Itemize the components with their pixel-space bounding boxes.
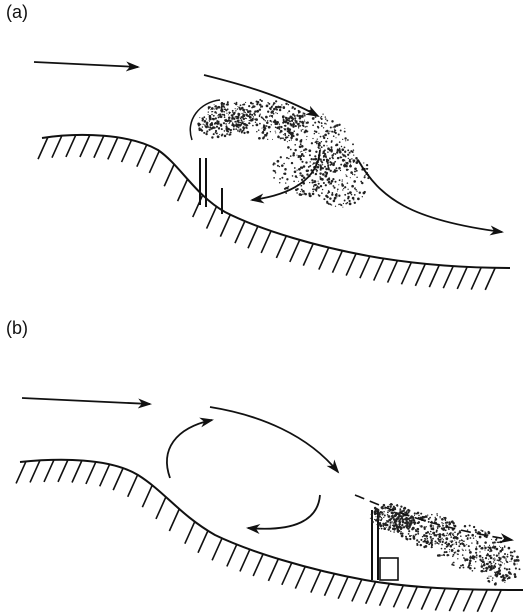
smoke-plume-icon	[370, 503, 521, 586]
flow-arrow-icon	[22, 398, 150, 404]
panel-a	[34, 62, 510, 290]
ground-surface-b	[20, 460, 523, 590]
flow-arrow-icon	[358, 160, 502, 232]
panel-b	[16, 398, 523, 612]
smoke-plume-icon	[197, 99, 369, 208]
flow-arrow-icon	[167, 420, 212, 478]
flow-arrow-icon	[34, 62, 138, 67]
flow-arrow-icon	[210, 407, 338, 472]
ground-hatching-icon	[16, 460, 501, 612]
chimney-stack-icon	[200, 158, 222, 214]
ground-surface-a	[42, 135, 510, 268]
ground-hatching-icon	[38, 135, 495, 290]
flow-arrow-icon	[248, 495, 320, 529]
